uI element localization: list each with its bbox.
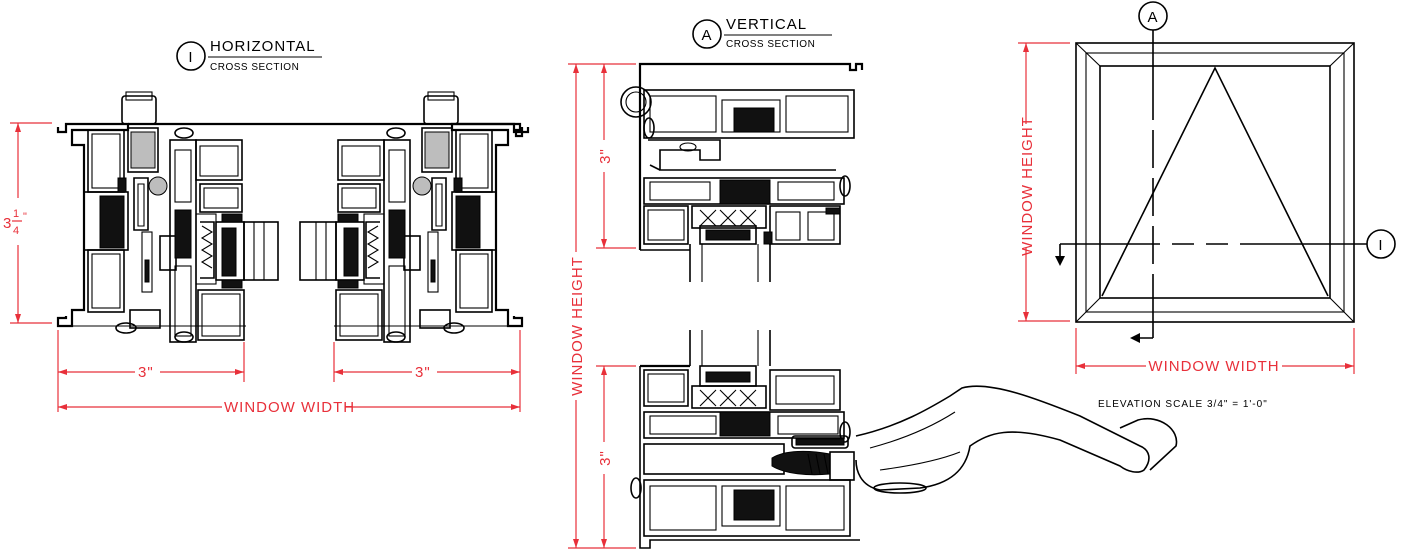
right-jamb-profile bbox=[299, 91, 524, 343]
elevation-dimensions: WINDOW HEIGHT WINDOW WIDTH bbox=[1018, 42, 1355, 375]
vertical-section-title-text: VERTICAL bbox=[726, 16, 807, 33]
elevation-frame-outer bbox=[1075, 42, 1355, 323]
vertical-section: A VERTICAL CROSS SECTION bbox=[568, 16, 1178, 549]
elevation-scale-note: ELEVATION SCALE 3/4" = 1'-0" bbox=[1098, 399, 1268, 410]
horizontal-height-frac-num: 1 bbox=[13, 208, 20, 220]
elevation-height-dim: WINDOW HEIGHT bbox=[1019, 116, 1036, 256]
sill-profile bbox=[630, 330, 860, 549]
horizontal-section-title: I HORIZONTAL CROSS SECTION bbox=[176, 38, 322, 73]
horizontal-dimensions: 3 1 4 " 3" 3" WINDOW WIDTH bbox=[3, 122, 521, 416]
section-cut-a: A bbox=[1130, 1, 1168, 343]
elevation-width-dim: WINDOW WIDTH bbox=[1148, 358, 1279, 375]
vertical-section-title: A VERTICAL CROSS SECTION bbox=[692, 16, 832, 50]
vertical-section-subtitle: CROSS SECTION bbox=[726, 39, 815, 50]
vertical-section-marker: A bbox=[701, 27, 712, 44]
section-cut-i: I bbox=[1055, 229, 1396, 266]
horizontal-overall-dim: WINDOW WIDTH bbox=[224, 399, 355, 416]
vertical-overall-dim: WINDOW HEIGHT bbox=[569, 256, 586, 396]
left-jamb-profile bbox=[56, 91, 530, 343]
horizontal-height-dim: 3 bbox=[3, 215, 12, 232]
head-profile bbox=[620, 62, 864, 282]
vertical-top-dim: 3" bbox=[597, 148, 614, 164]
vertical-bottom-dim: 3" bbox=[597, 450, 614, 466]
section-marker-circle bbox=[176, 41, 206, 71]
horizontal-section-title-text: HORIZONTAL bbox=[210, 38, 316, 55]
crank-handle bbox=[855, 385, 1178, 494]
horizontal-right-width-dim: 3" bbox=[415, 364, 431, 381]
vertical-dimensions: 3" 3" WINDOW HEIGHT bbox=[568, 63, 636, 549]
opening-direction-triangle bbox=[1101, 66, 1329, 297]
horizontal-section: I HORIZONTAL CROSS SECTION bbox=[3, 38, 530, 416]
elevation-sash bbox=[1099, 65, 1331, 299]
horizontal-height-frac-den: 4 bbox=[13, 225, 20, 237]
elevation-marker-i: I bbox=[1378, 237, 1383, 254]
horizontal-section-subtitle: CROSS SECTION bbox=[210, 62, 299, 73]
elevation: A I WINDOW HEIGH bbox=[1018, 1, 1396, 410]
horizontal-height-unit: " bbox=[23, 211, 28, 223]
horizontal-section-marker: I bbox=[188, 49, 193, 66]
horizontal-left-width-dim: 3" bbox=[138, 364, 154, 381]
elevation-marker-a: A bbox=[1147, 9, 1158, 26]
